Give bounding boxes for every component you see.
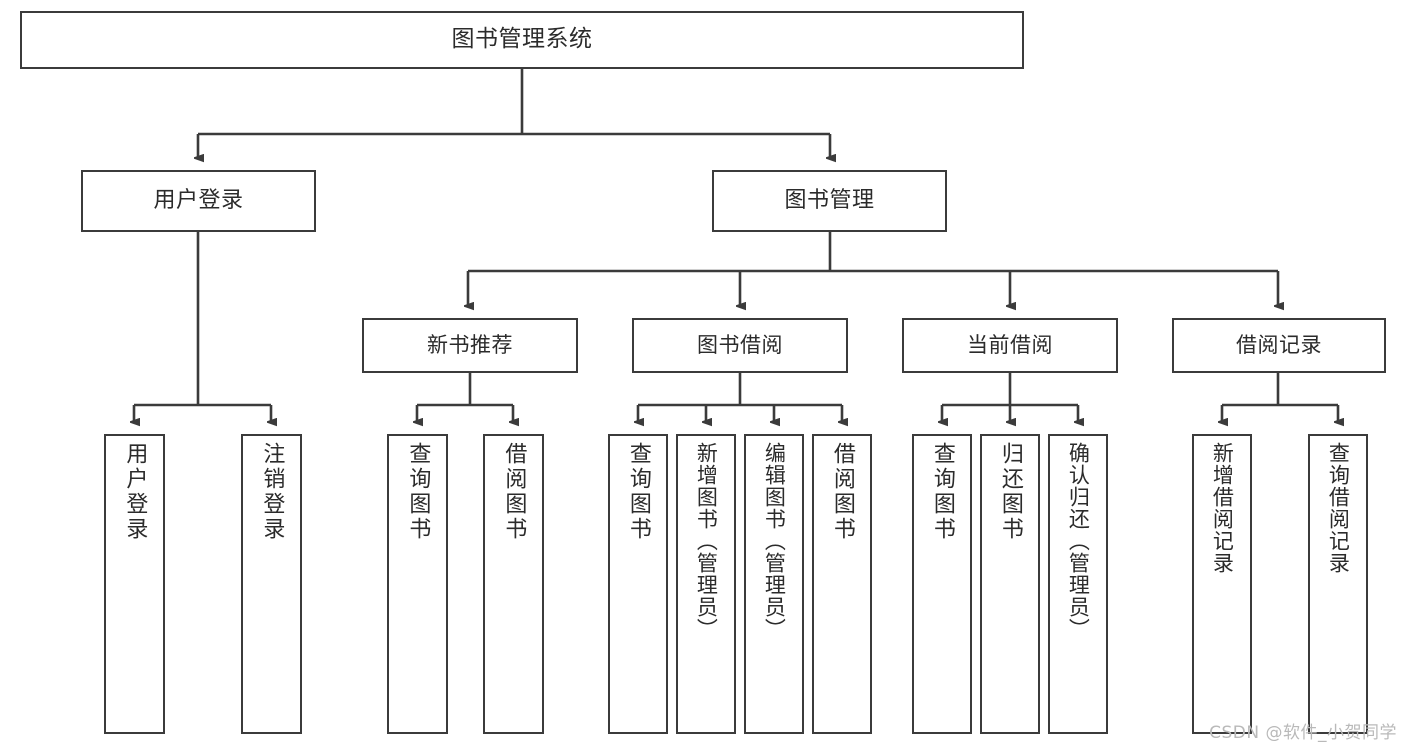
node-book-borrow-label: 图书借阅 [697,332,783,357]
leaf-borrow-book[interactable]: 借阅图书 [812,434,872,734]
leaf-query-book-borrow-label: 查询图书 [625,442,651,542]
node-root-label: 图书管理系统 [451,26,593,53]
leaf-edit-book-admin[interactable]: 编辑图书（管理员） [744,434,804,734]
leaf-edit-book-admin-label: 编辑图书（管理员） [762,442,787,640]
node-root[interactable]: 图书管理系统 [20,11,1024,69]
node-new-book-recommend-label: 新书推荐 [427,332,513,357]
leaf-borrow-book-label: 借阅图书 [829,442,855,542]
leaf-confirm-return-admin-label: 确认归还（管理员） [1066,442,1091,640]
node-user-login[interactable]: 用户登录 [81,170,316,232]
leaf-user-login-label: 用户登录 [122,442,148,542]
leaf-add-borrow-record[interactable]: 新增借阅记录 [1192,434,1252,734]
leaf-query-book-new[interactable]: 查询图书 [387,434,448,734]
node-borrow-record-label: 借阅记录 [1236,332,1322,357]
leaf-query-book-borrow[interactable]: 查询图书 [608,434,668,734]
leaf-logout[interactable]: 注销登录 [241,434,302,734]
leaf-logout-label: 注销登录 [259,442,285,542]
leaf-query-borrow-record-label: 查询借阅记录 [1326,442,1351,574]
node-current-borrow-label: 当前借阅 [967,332,1053,357]
node-current-borrow[interactable]: 当前借阅 [902,318,1118,373]
leaf-query-book-current-label: 查询图书 [929,442,955,542]
node-book-management[interactable]: 图书管理 [712,170,947,232]
leaf-borrow-book-new-label: 借阅图书 [501,442,527,542]
watermark: CSDN @软件_小贺同学 [1209,723,1397,743]
leaf-borrow-book-new[interactable]: 借阅图书 [483,434,544,734]
leaf-return-book-label: 归还图书 [997,442,1023,542]
node-user-login-label: 用户登录 [153,187,244,213]
leaf-add-borrow-record-label: 新增借阅记录 [1210,442,1235,574]
leaf-add-book-admin-label: 新增图书（管理员） [694,442,719,640]
node-borrow-record[interactable]: 借阅记录 [1172,318,1386,373]
node-book-borrow[interactable]: 图书借阅 [632,318,848,373]
leaf-user-login[interactable]: 用户登录 [104,434,165,734]
leaf-query-borrow-record[interactable]: 查询借阅记录 [1308,434,1368,734]
node-book-management-label: 图书管理 [784,187,875,213]
leaf-query-book-new-label: 查询图书 [405,442,431,542]
leaf-confirm-return-admin[interactable]: 确认归还（管理员） [1048,434,1108,734]
leaf-query-book-current[interactable]: 查询图书 [912,434,972,734]
node-new-book-recommend[interactable]: 新书推荐 [362,318,578,373]
leaf-return-book[interactable]: 归还图书 [980,434,1040,734]
leaf-add-book-admin[interactable]: 新增图书（管理员） [676,434,736,734]
